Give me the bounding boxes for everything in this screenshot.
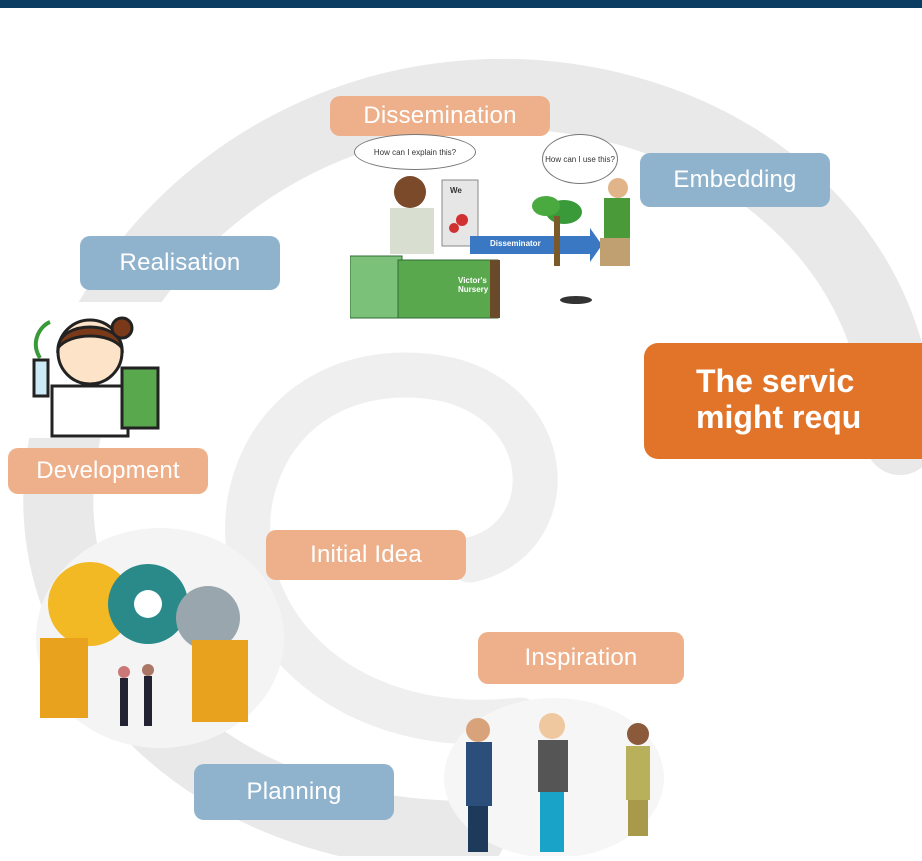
gears-team-icon: [36, 528, 284, 748]
disseminator-label: Disseminator: [490, 239, 541, 248]
stage-realisation: Realisation: [80, 236, 280, 290]
people-talking-icon: [444, 698, 664, 858]
nursery-sign: Victor's Nursery: [458, 276, 489, 294]
scientist-illustration: [10, 302, 166, 438]
speech-bubble-left: How can I explain this?: [354, 134, 476, 170]
callout-line-2: might requ: [696, 399, 862, 435]
speech-bubble-right: How can I use this?: [542, 134, 618, 184]
stage-development: Development: [8, 448, 208, 494]
dissemination-illustration: How can I explain this? How can I use th…: [349, 128, 634, 320]
stage-dissemination: Dissemination: [330, 96, 550, 136]
top-bar: [0, 0, 922, 8]
stage-embedding: Embedding: [640, 153, 830, 207]
callout-box: The servic might requ: [644, 343, 922, 459]
development-illustration: [20, 508, 284, 750]
scientist-icon: [32, 316, 160, 438]
stage-planning: Planning: [194, 764, 394, 820]
stage-initial-idea: Initial Idea: [266, 530, 466, 580]
dissemination-scene-icon: [349, 176, 630, 319]
inspiration-illustration: [442, 686, 666, 858]
book-label: We: [450, 186, 462, 195]
callout-line-1: The servic: [696, 363, 855, 399]
stage-inspiration: Inspiration: [478, 632, 684, 684]
